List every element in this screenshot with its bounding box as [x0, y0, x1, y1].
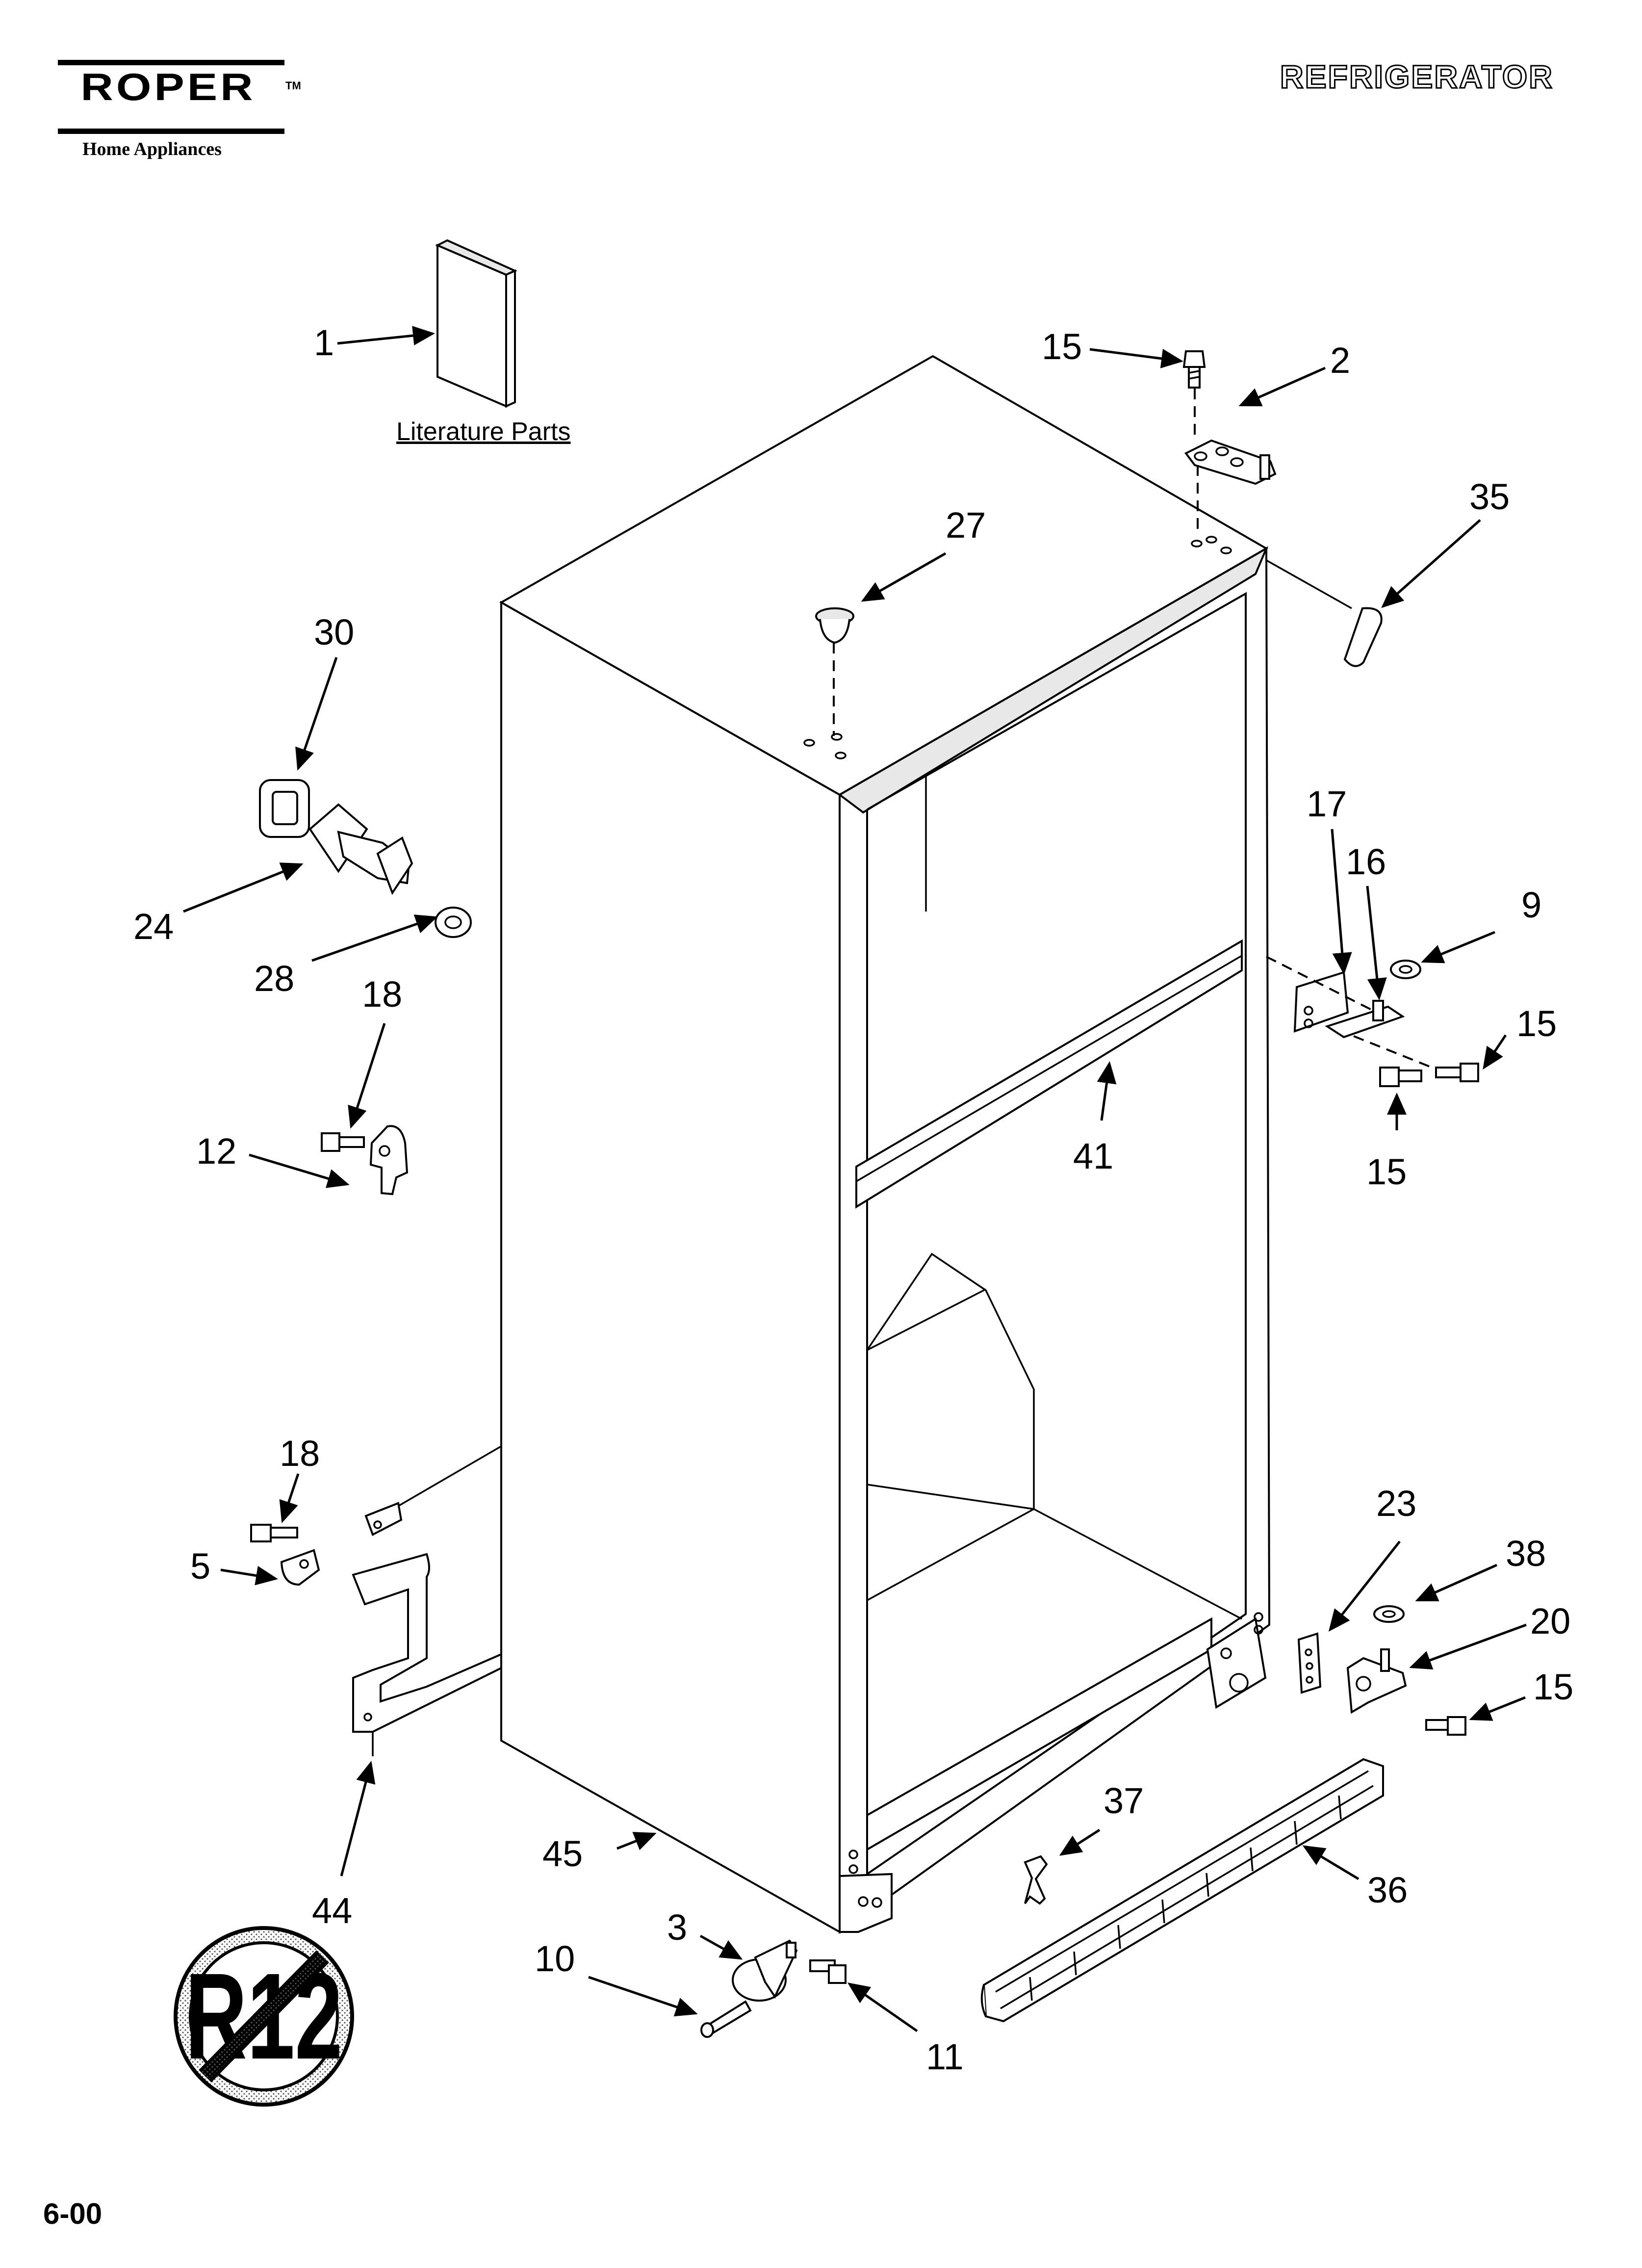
roper-logo: ROPER TM: [58, 60, 301, 134]
hinge-cover: [1266, 559, 1383, 667]
callout-9: 9: [1521, 885, 1541, 925]
callout-38: 38: [1506, 1533, 1546, 1574]
door-stop-plate-44: [352, 1502, 502, 1733]
callout-30: 30: [314, 612, 354, 652]
callout-17: 17: [1307, 783, 1347, 824]
callout-24: 24: [133, 906, 174, 947]
callout-11: 11: [926, 2036, 964, 2077]
logo-trademark: TM: [285, 79, 301, 92]
callout-20: 20: [1530, 1601, 1570, 1642]
logo-bottom-bar: [58, 129, 284, 134]
callout-3: 3: [667, 1907, 687, 1948]
callout-23: 23: [1376, 1483, 1416, 1524]
callout-16: 16: [1346, 841, 1386, 882]
callout-15-center-lower: 15: [1366, 1151, 1407, 1192]
leader-arrows: [183, 326, 1527, 2033]
no-r12-badge: R12: [174, 1926, 354, 2107]
callout-2: 2: [1330, 340, 1350, 381]
refrigerator-cabinet: [372, 355, 1271, 1934]
callout-10: 10: [535, 1938, 575, 1979]
callout-15-lower-right: 15: [1533, 1667, 1573, 1707]
callout-44: 44: [312, 1890, 352, 1931]
callout-5: 5: [190, 1546, 210, 1587]
callout-15-center-right: 15: [1516, 1003, 1557, 1044]
callout-27: 27: [946, 505, 986, 546]
door-stop-grommet: [259, 779, 310, 838]
callout-28: 28: [254, 958, 294, 999]
top-hinge: [1184, 439, 1277, 535]
top-hinge-screw: [1182, 350, 1206, 442]
base-grille: [980, 1758, 1384, 2023]
literature-parts-label: Literature Parts: [396, 417, 571, 446]
bracket-12: [369, 1125, 409, 1196]
roller-bracket: [732, 1939, 798, 2002]
callout-labels: 1 15 2 27 35 30 24 28 18 12 41 17 16 9 1…: [133, 322, 1573, 2077]
plug-button: [815, 607, 854, 736]
callout-12: 12: [196, 1131, 236, 1172]
callout-37: 37: [1103, 1780, 1144, 1821]
leveling-screw-11: [809, 1959, 847, 1984]
callout-35: 35: [1469, 476, 1510, 517]
logo-top-bar: [58, 60, 284, 65]
callout-41: 41: [1073, 1136, 1113, 1176]
callout-1: 1: [314, 322, 334, 363]
page-title: REFRIGERATOR: [1280, 58, 1554, 96]
callout-36: 36: [1367, 1870, 1408, 1910]
logo-wordmark: ROPER: [80, 66, 256, 109]
washer-28: [435, 907, 472, 938]
callout-18-lower: 18: [280, 1433, 320, 1474]
literature-booklet: [435, 239, 517, 408]
grille-clip: [1024, 1855, 1048, 1905]
callout-45: 45: [542, 1833, 583, 1874]
lower-left-bracket: [250, 1524, 320, 1586]
logo-subtitle: Home Appliances: [82, 139, 222, 159]
center-hinge-pin: [308, 803, 413, 895]
date-code: 6-00: [43, 2197, 103, 2230]
screw-18-upper: [321, 1132, 365, 1152]
callout-15-top: 15: [1042, 326, 1082, 367]
center-hinge-assembly: [1266, 956, 1479, 1087]
roller-axle: [700, 2000, 752, 2038]
lower-right-hinge: [1297, 1605, 1466, 1736]
callout-18-upper: 18: [362, 974, 402, 1015]
